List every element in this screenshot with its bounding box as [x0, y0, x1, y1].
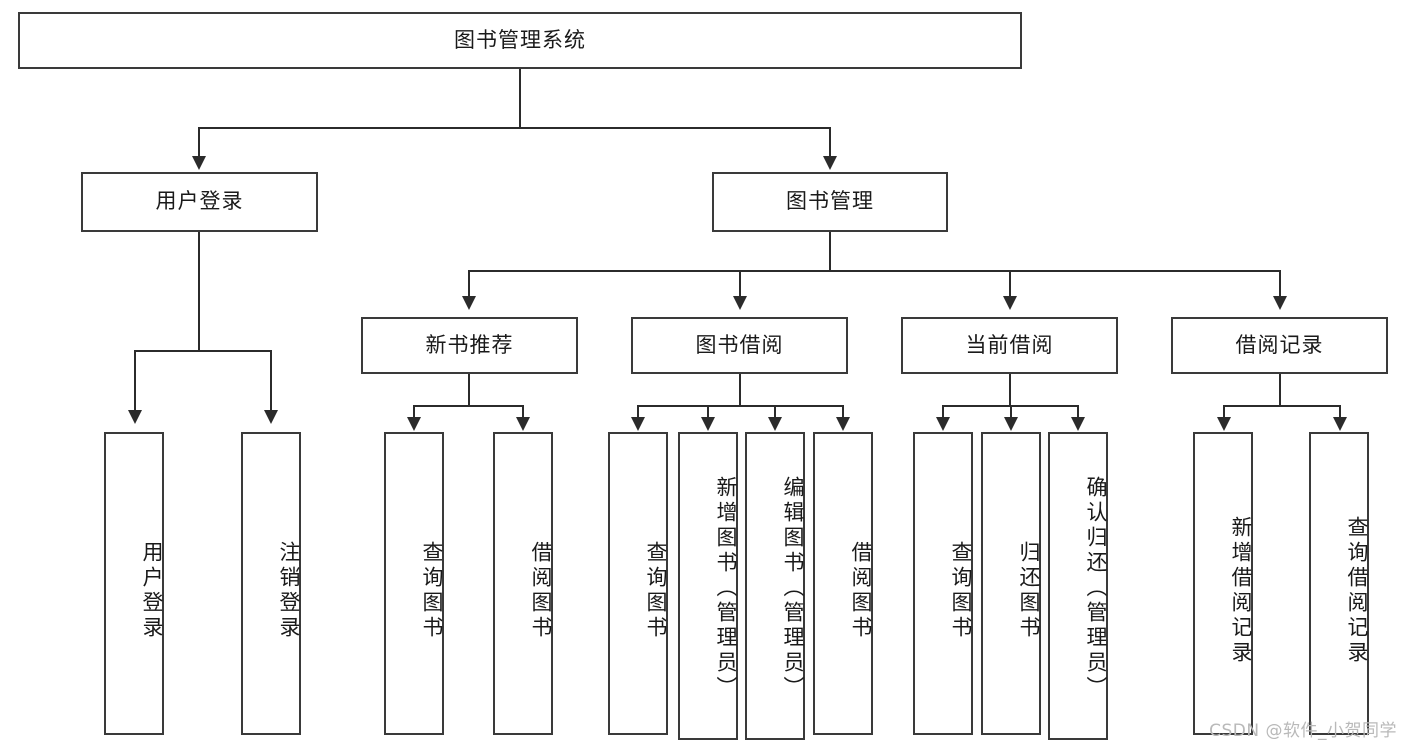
arrow-user-login-leaf-1 — [128, 410, 142, 424]
edge-to-current-borrow — [1009, 270, 1011, 297]
edge-new-book-stem — [468, 374, 470, 405]
arrow-current-borrow-leaf-3 — [1071, 417, 1085, 431]
edge-book-management-stem — [829, 232, 831, 270]
node-label: 用户登录 — [140, 540, 164, 641]
arrow-user-login-leaf-2 — [264, 410, 278, 424]
edge-borrow-record-bus — [1223, 405, 1341, 407]
edge-new-book-leaf-2 — [522, 405, 524, 419]
arrow-new-book-leaf-1 — [407, 417, 421, 431]
node-label: 用户登录 — [155, 189, 244, 214]
edge-book-borrow-stem — [739, 374, 741, 405]
edge-book-borrow-bus — [637, 405, 844, 407]
edge-new-book-bus — [413, 405, 524, 407]
node-label: 图书借阅 — [695, 332, 784, 357]
node-borrow-record[interactable]: 借阅记录 — [1171, 317, 1388, 374]
leaf-confirm-return-admin[interactable]: 确认归还（管理员） — [1048, 432, 1108, 740]
node-label: 查询图书 — [644, 540, 668, 641]
edge-current-borrow-leaf-3 — [1077, 405, 1079, 419]
node-label: 查询借阅记录 — [1345, 515, 1369, 666]
node-label: 查询图书 — [949, 540, 973, 641]
edge-level3-bus — [468, 270, 1279, 272]
arrow-book-borrow-leaf-4 — [836, 417, 850, 431]
arrow-to-new-book-recommend — [462, 296, 476, 310]
arrow-borrow-record-leaf-2 — [1333, 417, 1347, 431]
node-label: 新增图书（管理员） — [714, 475, 738, 701]
leaf-edit-book-admin[interactable]: 编辑图书（管理员） — [745, 432, 805, 740]
node-root-book-management-system[interactable]: 图书管理系统 — [18, 12, 1022, 69]
arrow-borrow-record-leaf-1 — [1217, 417, 1231, 431]
edge-user-login-bus — [134, 350, 270, 352]
node-label: 确认归还（管理员） — [1084, 475, 1108, 701]
arrow-book-borrow-leaf-2 — [701, 417, 715, 431]
leaf-add-book-admin[interactable]: 新增图书（管理员） — [678, 432, 738, 740]
edge-borrow-record-leaf-1 — [1223, 405, 1225, 419]
node-label: 借阅图书 — [849, 540, 873, 641]
leaf-user-login[interactable]: 用户登录 — [104, 432, 164, 735]
node-label: 当前借阅 — [965, 332, 1054, 357]
node-book-management[interactable]: 图书管理 — [712, 172, 948, 232]
node-label: 查询图书 — [420, 540, 444, 641]
node-label: 新增借阅记录 — [1229, 515, 1253, 666]
edge-borrow-record-leaf-2 — [1339, 405, 1341, 419]
edge-book-borrow-leaf-4 — [842, 405, 844, 419]
arrow-to-book-management — [823, 156, 837, 170]
leaf-query-borrow-record[interactable]: 查询借阅记录 — [1309, 432, 1369, 735]
arrow-to-borrow-record — [1273, 296, 1287, 310]
edge-root-stem — [519, 69, 521, 127]
edge-user-login-leaf-1 — [134, 350, 136, 412]
arrow-to-current-borrow — [1003, 296, 1017, 310]
edge-borrow-record-stem — [1279, 374, 1281, 405]
node-label: 编辑图书（管理员） — [781, 475, 805, 701]
node-label: 图书管理系统 — [454, 27, 586, 52]
node-user-login[interactable]: 用户登录 — [81, 172, 318, 232]
node-label: 注销登录 — [277, 540, 301, 641]
edge-to-new-book-recommend — [468, 270, 470, 297]
edge-user-login-stem — [198, 232, 200, 350]
leaf-book-borrow-query-book[interactable]: 查询图书 — [608, 432, 668, 735]
edge-book-borrow-leaf-1 — [637, 405, 639, 419]
node-label: 借阅记录 — [1235, 332, 1324, 357]
arrow-to-book-borrow — [733, 296, 747, 310]
node-label: 借阅图书 — [529, 540, 553, 641]
edge-book-borrow-leaf-3 — [774, 405, 776, 419]
edge-user-login-leaf-2 — [270, 350, 272, 412]
node-book-borrow[interactable]: 图书借阅 — [631, 317, 848, 374]
node-label: 图书管理 — [786, 189, 874, 214]
edge-to-user-login — [198, 127, 200, 158]
edge-book-borrow-leaf-2 — [707, 405, 709, 419]
edge-current-borrow-leaf-1 — [942, 405, 944, 419]
leaf-add-borrow-record[interactable]: 新增借阅记录 — [1193, 432, 1253, 735]
arrow-book-borrow-leaf-1 — [631, 417, 645, 431]
edge-to-borrow-record — [1279, 270, 1281, 297]
leaf-return-book[interactable]: 归还图书 — [981, 432, 1041, 735]
node-label: 归还图书 — [1017, 540, 1041, 641]
edge-new-book-leaf-1 — [413, 405, 415, 419]
arrow-to-user-login — [192, 156, 206, 170]
node-new-book-recommend[interactable]: 新书推荐 — [361, 317, 578, 374]
leaf-new-book-borrow-book[interactable]: 借阅图书 — [493, 432, 553, 735]
arrow-current-borrow-leaf-1 — [936, 417, 950, 431]
leaf-current-borrow-query-book[interactable]: 查询图书 — [913, 432, 973, 735]
edge-current-borrow-stem — [1009, 374, 1011, 405]
edge-current-borrow-leaf-2 — [1010, 405, 1012, 419]
edge-root-bus — [198, 127, 831, 129]
edge-to-book-borrow — [739, 270, 741, 297]
edge-current-borrow-bus — [942, 405, 1077, 407]
node-label: 新书推荐 — [425, 332, 514, 357]
leaf-logout[interactable]: 注销登录 — [241, 432, 301, 735]
arrow-new-book-leaf-2 — [516, 417, 530, 431]
arrow-current-borrow-leaf-2 — [1004, 417, 1018, 431]
leaf-new-book-query-book[interactable]: 查询图书 — [384, 432, 444, 735]
node-current-borrow[interactable]: 当前借阅 — [901, 317, 1118, 374]
arrow-book-borrow-leaf-3 — [768, 417, 782, 431]
edge-to-book-management — [829, 127, 831, 158]
leaf-book-borrow-borrow-book[interactable]: 借阅图书 — [813, 432, 873, 735]
